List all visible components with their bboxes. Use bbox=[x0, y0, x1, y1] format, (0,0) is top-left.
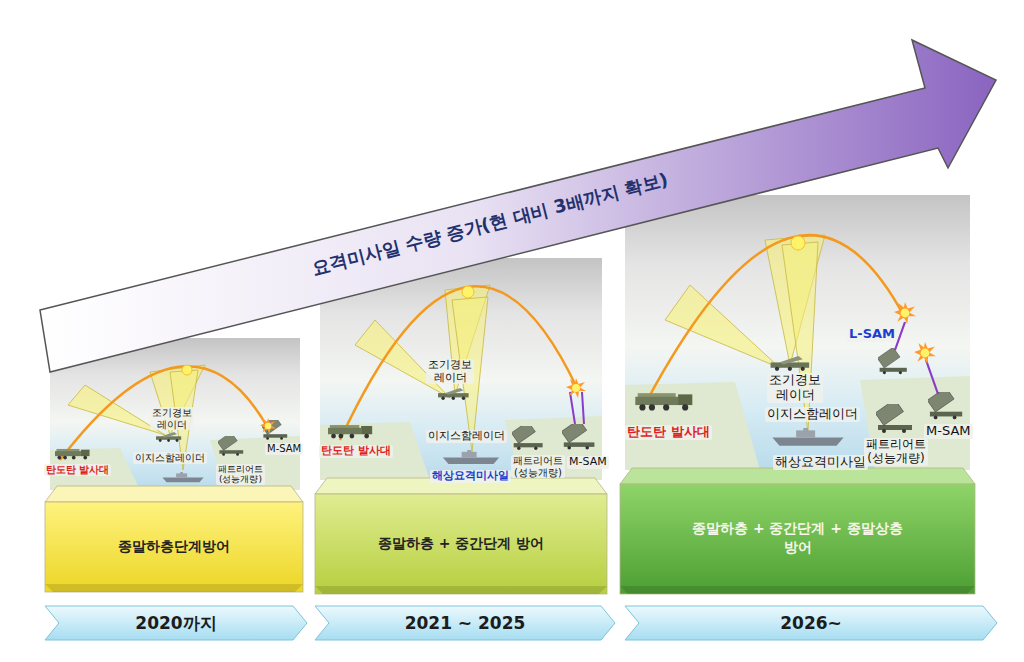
platform-bevel bbox=[315, 586, 607, 594]
period-label: 2026~ bbox=[780, 613, 842, 633]
radar-vehicle bbox=[438, 388, 469, 400]
msam-battery bbox=[561, 419, 594, 449]
aegis-ship bbox=[162, 472, 203, 482]
aegis-ship bbox=[772, 428, 843, 446]
callout-label: 조기경보 레이더 bbox=[767, 373, 823, 403]
missile-trajectory bbox=[340, 286, 578, 440]
stage-platform: 종말하층 + 중간단계 + 종말상층 방어 bbox=[620, 468, 975, 594]
timeline-chevron: 2021 ~ 2025 bbox=[315, 606, 615, 640]
callout-label: 이지스함레이더 bbox=[765, 407, 860, 422]
stage-label: 종말하층단계방어 bbox=[118, 537, 230, 556]
period-label: 2021 ~ 2025 bbox=[405, 613, 526, 633]
chevron-outline bbox=[45, 606, 307, 640]
radar-beam bbox=[782, 242, 818, 432]
callout-label: 조기경보 레이더 bbox=[150, 407, 194, 430]
patriot-battery bbox=[875, 399, 912, 433]
lsam-battery bbox=[877, 347, 906, 374]
arrow-outline bbox=[40, 40, 996, 372]
callout-label: 해상요격미사일 bbox=[773, 455, 868, 470]
aegis-ship bbox=[443, 450, 499, 464]
text-area: 종말하층단계방어 bbox=[45, 508, 303, 584]
stage-platform: 종말하층단계방어 bbox=[45, 486, 303, 592]
intercept-burst bbox=[260, 418, 276, 434]
intercept-burst bbox=[894, 302, 916, 324]
stage-platform: 종말하층 + 중간단계 방어 bbox=[315, 478, 607, 594]
callout-label: 탄도탄 발사대 bbox=[319, 445, 393, 458]
platform-bevel bbox=[620, 586, 975, 594]
chevron-outline bbox=[315, 606, 615, 640]
chevron-outline bbox=[625, 606, 997, 640]
platform-front bbox=[620, 484, 975, 594]
callout-label: M-SAM bbox=[924, 424, 973, 439]
stage-3-scene bbox=[625, 195, 970, 470]
text-area: 종말하층 + 중간단계 + 종말상층 방어 bbox=[620, 490, 975, 586]
interceptor-trail bbox=[926, 360, 938, 394]
patriot-battery bbox=[217, 432, 243, 456]
callout-label: 이지스함레이더 bbox=[133, 452, 207, 464]
land bbox=[860, 376, 970, 470]
platform-bevel bbox=[45, 584, 303, 592]
callout-label: M-SAM bbox=[265, 443, 303, 455]
land bbox=[625, 382, 760, 470]
platform-top bbox=[45, 486, 303, 502]
missile-trajectory bbox=[60, 366, 268, 460]
text-area: 2020까지 bbox=[45, 606, 307, 640]
platform-front bbox=[45, 502, 303, 592]
scene-panel bbox=[625, 195, 970, 470]
detection-flash bbox=[182, 365, 192, 375]
detection-flash bbox=[462, 286, 474, 298]
platform-front bbox=[315, 494, 607, 594]
callout-label: 해상요격미사일 bbox=[430, 470, 511, 483]
stage-label: 종말하층 + 중간단계 방어 bbox=[378, 534, 544, 553]
callout-label: 패트리어트 (성능개량) bbox=[511, 455, 565, 478]
text-area: 2026~ bbox=[625, 606, 997, 640]
callout-label: M-SAM bbox=[567, 456, 609, 469]
launcher-truck bbox=[55, 449, 90, 460]
radar-vehicle bbox=[771, 356, 810, 371]
callout-label: 패트리어트 (성능개량) bbox=[216, 464, 265, 485]
patriot-battery bbox=[511, 421, 542, 450]
callout-label: L-SAM bbox=[847, 327, 897, 342]
land bbox=[320, 422, 430, 480]
callout-label: 조기경보 레이더 bbox=[426, 359, 474, 384]
callout-label: 패트리어트 (성능개량) bbox=[864, 438, 928, 466]
launcher-truck bbox=[635, 393, 692, 410]
text-area: 2021 ~ 2025 bbox=[315, 606, 615, 640]
land bbox=[505, 416, 602, 480]
callout-label: 이지스함레이더 bbox=[426, 430, 507, 443]
period-label: 2020까지 bbox=[135, 612, 216, 635]
detection-flash bbox=[791, 236, 805, 250]
missile-trajectory bbox=[650, 235, 905, 395]
launcher-truck bbox=[328, 425, 372, 438]
timeline-chevron: 2020까지 bbox=[45, 606, 307, 640]
callout-label: 탄도탄 발사대 bbox=[44, 464, 111, 476]
msam-battery bbox=[927, 387, 962, 419]
text-area: 종말하층 + 중간단계 방어 bbox=[315, 500, 607, 586]
radar-vehicle bbox=[156, 432, 181, 442]
platform-top bbox=[620, 468, 975, 484]
intercept-burst bbox=[914, 342, 936, 364]
callout-label: 탄도탄 발사대 bbox=[625, 425, 712, 440]
stage-label: 종말하층 + 중간단계 + 종말상층 방어 bbox=[680, 519, 915, 557]
interceptor-trail bbox=[570, 392, 584, 424]
radar-beam bbox=[665, 285, 780, 368]
intercept-burst bbox=[566, 378, 586, 398]
timeline-chevron: 2026~ bbox=[625, 606, 997, 640]
